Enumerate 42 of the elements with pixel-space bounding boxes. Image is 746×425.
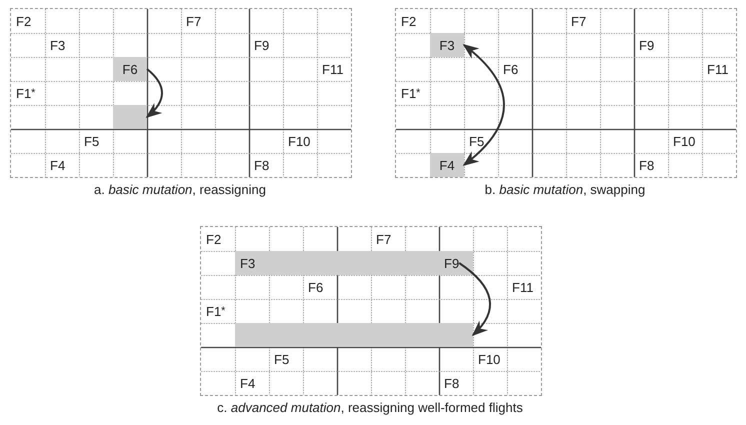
highlighted-row-band (235, 323, 473, 347)
flight-label: F8 (444, 371, 460, 395)
curved-arrow (458, 262, 491, 336)
flight-label: F2 (16, 9, 32, 33)
figure-caption: c. advanced mutation, reassigning well-formed flights (216, 400, 524, 415)
schedule-grid (395, 8, 737, 178)
flight-label: F11 (707, 57, 728, 81)
flight-label: F9 (254, 33, 270, 57)
highlighted-flight-cell: F6 (113, 57, 147, 81)
curved-arrow (462, 44, 505, 166)
flight-label: F3 (240, 251, 256, 275)
flight-label: F10 (478, 347, 500, 371)
figure-caption: a. basic mutation, reassigning (92, 182, 267, 197)
flight-label: F4 (50, 153, 66, 177)
flight-label: F8 (639, 153, 654, 177)
flight-label: F9 (444, 251, 460, 275)
flight-label: F5 (84, 129, 100, 153)
highlighted-flight-cell: F3 (430, 33, 464, 57)
highlighted-flight-cell: F4 (430, 153, 464, 177)
flight-label: F11 (512, 275, 534, 299)
flight-label: F5 (469, 129, 484, 153)
flight-label: F4 (240, 371, 256, 395)
flight-label: F7 (376, 227, 392, 251)
flight-label: F5 (274, 347, 290, 371)
flight-label: F8 (254, 153, 270, 177)
flight-label: F10 (673, 129, 696, 153)
curved-arrow (146, 68, 163, 118)
highlighted-empty-cell (113, 105, 147, 129)
flight-label: F3 (50, 33, 66, 57)
figure-caption: b. basic mutation, swapping (484, 182, 646, 197)
flight-label: F6 (308, 275, 324, 299)
flight-label: F10 (288, 129, 310, 153)
flight-label: F9 (639, 33, 654, 57)
highlighted-row-band (235, 251, 473, 275)
flight-label: F11 (322, 57, 344, 81)
schedule-grid (10, 8, 352, 178)
flight-label: F7 (571, 9, 586, 33)
flight-label: F6 (503, 57, 518, 81)
flight-label: F7 (186, 9, 202, 33)
schedule-grid (200, 226, 542, 396)
flight-label: F2 (401, 9, 416, 33)
flight-label: F2 (206, 227, 222, 251)
